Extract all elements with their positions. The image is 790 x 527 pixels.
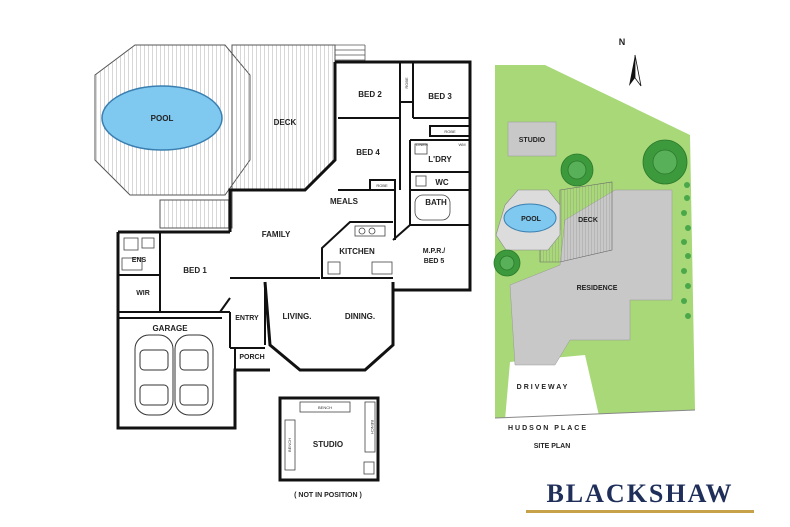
- label-pool: POOL: [151, 114, 174, 123]
- label-bed5: BED 5: [424, 258, 445, 265]
- site-plan: N STUDIO POOL DECK RESIDENCE DRIVEWAY HU…: [493, 37, 696, 450]
- studio-position-note: ( NOT IN POSITION ): [294, 492, 362, 499]
- label-bed3: BED 3: [428, 92, 452, 101]
- label-bath: BATH: [425, 198, 447, 207]
- label-family: FAMILY: [262, 230, 291, 239]
- label-garage: GARAGE: [152, 324, 188, 333]
- site-shrubs: [681, 182, 691, 319]
- label-wm: WM: [458, 142, 465, 147]
- label-studio: STUDIO: [313, 440, 343, 449]
- deck-stairs: [334, 44, 366, 62]
- studio-benches: [284, 401, 376, 475]
- label-ens: ENS: [132, 257, 147, 264]
- label-dining: DINING.: [345, 312, 375, 321]
- label-deck: DECK: [274, 118, 297, 127]
- kitchen-fittings: [327, 225, 393, 275]
- site-label-studio: STUDIO: [519, 137, 546, 144]
- site-label-driveway: DRIVEWAY: [517, 384, 570, 391]
- label-robe-a: ROBE: [404, 77, 409, 89]
- north-arrow-icon: [629, 54, 642, 87]
- label-kitchen: KITCHEN: [339, 247, 375, 256]
- label-bench-top: BENCH: [318, 405, 332, 410]
- brand-underline: [526, 510, 754, 513]
- label-mpr: M.P.R./: [423, 248, 445, 255]
- label-wir: WIR: [136, 290, 150, 297]
- site-label-street: HUDSON PLACE: [508, 425, 588, 432]
- brand-logo: BLACKSHAW: [520, 480, 760, 513]
- label-bed4: BED 4: [356, 148, 380, 157]
- label-linen: LINEN: [416, 142, 428, 147]
- internal-walls: [118, 61, 471, 370]
- north-label: N: [619, 37, 626, 47]
- garage-cars: [134, 334, 214, 416]
- site-plan-title: SITE PLAN: [534, 443, 571, 450]
- label-bed2: BED 2: [358, 90, 382, 99]
- label-entry: ENTRY: [235, 315, 259, 322]
- label-bench-right: BENCH: [370, 420, 375, 434]
- site-studio: [507, 121, 557, 157]
- studio-building: [278, 396, 380, 482]
- site-residence: [509, 189, 673, 366]
- label-meals: MEALS: [330, 197, 359, 206]
- label-porch: PORCH: [239, 354, 264, 361]
- label-robe-c: ROBE: [376, 183, 388, 188]
- site-label-pool: POOL: [521, 216, 542, 223]
- label-bed1: BED 1: [183, 266, 207, 275]
- label-bench-left: BENCH: [287, 438, 292, 452]
- site-label-residence: RESIDENCE: [577, 285, 618, 292]
- label-ldry: L'DRY: [428, 155, 452, 164]
- floor-plan: POOL DECK BED 2 BED 3 ROBE ROBE ROBE BED…: [94, 44, 472, 499]
- floor-pool-water: [101, 85, 223, 151]
- bathroom-fittings: [121, 143, 451, 271]
- site-pool-water: [503, 203, 557, 233]
- site-driveway: [505, 355, 600, 420]
- house-walls: [116, 60, 472, 430]
- site-trees: [493, 139, 688, 277]
- brand-name: BLACKSHAW: [546, 479, 734, 508]
- label-living: LIVING.: [283, 312, 312, 321]
- label-wc: WC: [435, 178, 449, 187]
- label-robe-b: ROBE: [444, 129, 456, 134]
- site-label-deck: DECK: [578, 217, 598, 224]
